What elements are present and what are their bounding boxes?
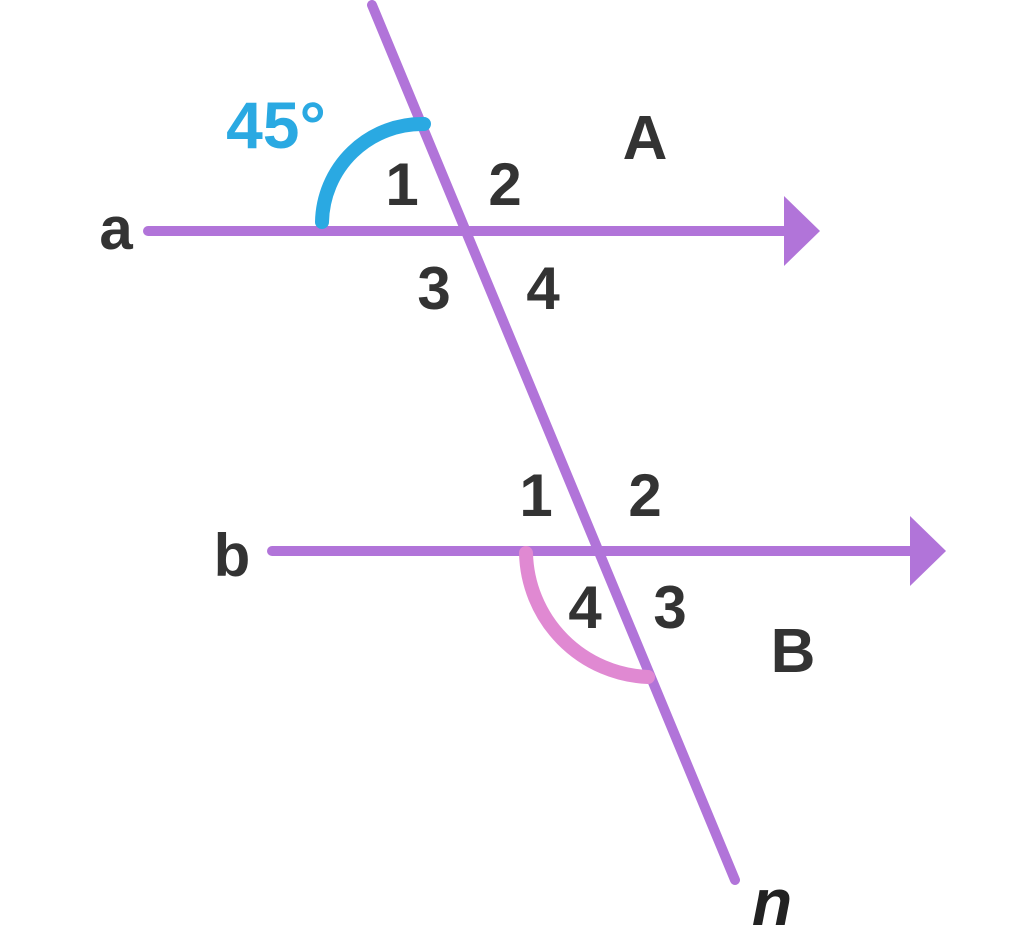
- line-a-label: a: [99, 195, 133, 262]
- angle-number-bottom-3: 3: [653, 574, 686, 641]
- angle-value-label: 45°: [226, 88, 326, 162]
- angle-number-bottom-4: 4: [568, 574, 602, 641]
- transversal-label: n: [752, 865, 792, 930]
- point-b-label: B: [771, 617, 816, 686]
- transversal-line-n: [367, 0, 740, 885]
- angle-number-bottom-1: 1: [519, 462, 552, 529]
- line-b-arrowhead: [910, 516, 946, 586]
- angle-number-top-3: 3: [417, 255, 450, 322]
- point-a-label: A: [623, 104, 668, 173]
- angle-number-top-2: 2: [488, 151, 521, 218]
- angle-number-top-1: 1: [385, 151, 418, 218]
- angle-number-top-4: 4: [526, 255, 560, 322]
- angle-arc-45: [315, 116, 431, 229]
- line-a-arrowhead: [784, 196, 820, 266]
- angle-arc-bottom: [519, 546, 655, 684]
- line-b-label: b: [214, 522, 251, 589]
- angle-number-bottom-2: 2: [628, 462, 661, 529]
